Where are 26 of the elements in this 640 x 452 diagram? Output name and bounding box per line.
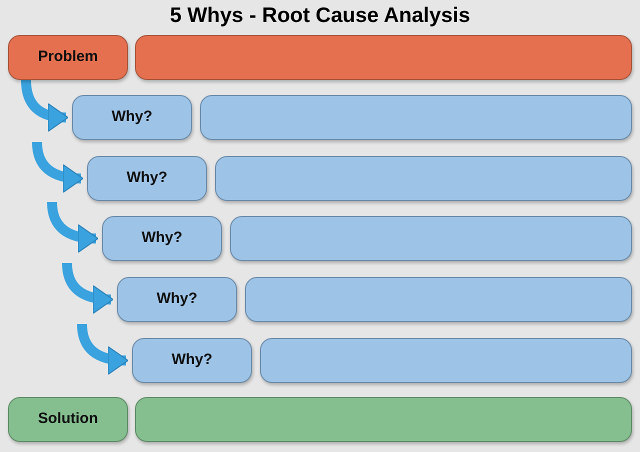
curved-arrow xyxy=(77,324,128,374)
curved-arrow xyxy=(32,142,84,192)
answer-box xyxy=(200,95,632,140)
answer-box xyxy=(135,35,632,80)
title: 5 Whys - Root Cause Analysis xyxy=(168,3,472,29)
answer-box xyxy=(245,277,632,322)
label-box xyxy=(102,216,222,261)
label-box xyxy=(132,338,252,383)
box-label: Why? xyxy=(142,228,182,248)
label-box xyxy=(72,95,192,140)
box-label: Why? xyxy=(156,289,198,310)
label-box xyxy=(117,277,237,322)
label-box xyxy=(8,397,128,442)
box-label: Why? xyxy=(172,350,212,370)
box-label: Why? xyxy=(112,107,152,128)
curved-arrow xyxy=(47,202,98,252)
box-label: Why? xyxy=(126,168,168,188)
answer-box xyxy=(215,156,632,201)
curved-arrow xyxy=(62,262,114,314)
answer-box xyxy=(260,338,632,383)
box-label: Solution xyxy=(38,409,98,430)
answer-box xyxy=(230,216,632,261)
box-label: Problem xyxy=(38,47,98,68)
label-box xyxy=(87,156,207,201)
answer-box xyxy=(135,397,632,442)
label-box xyxy=(8,35,128,80)
